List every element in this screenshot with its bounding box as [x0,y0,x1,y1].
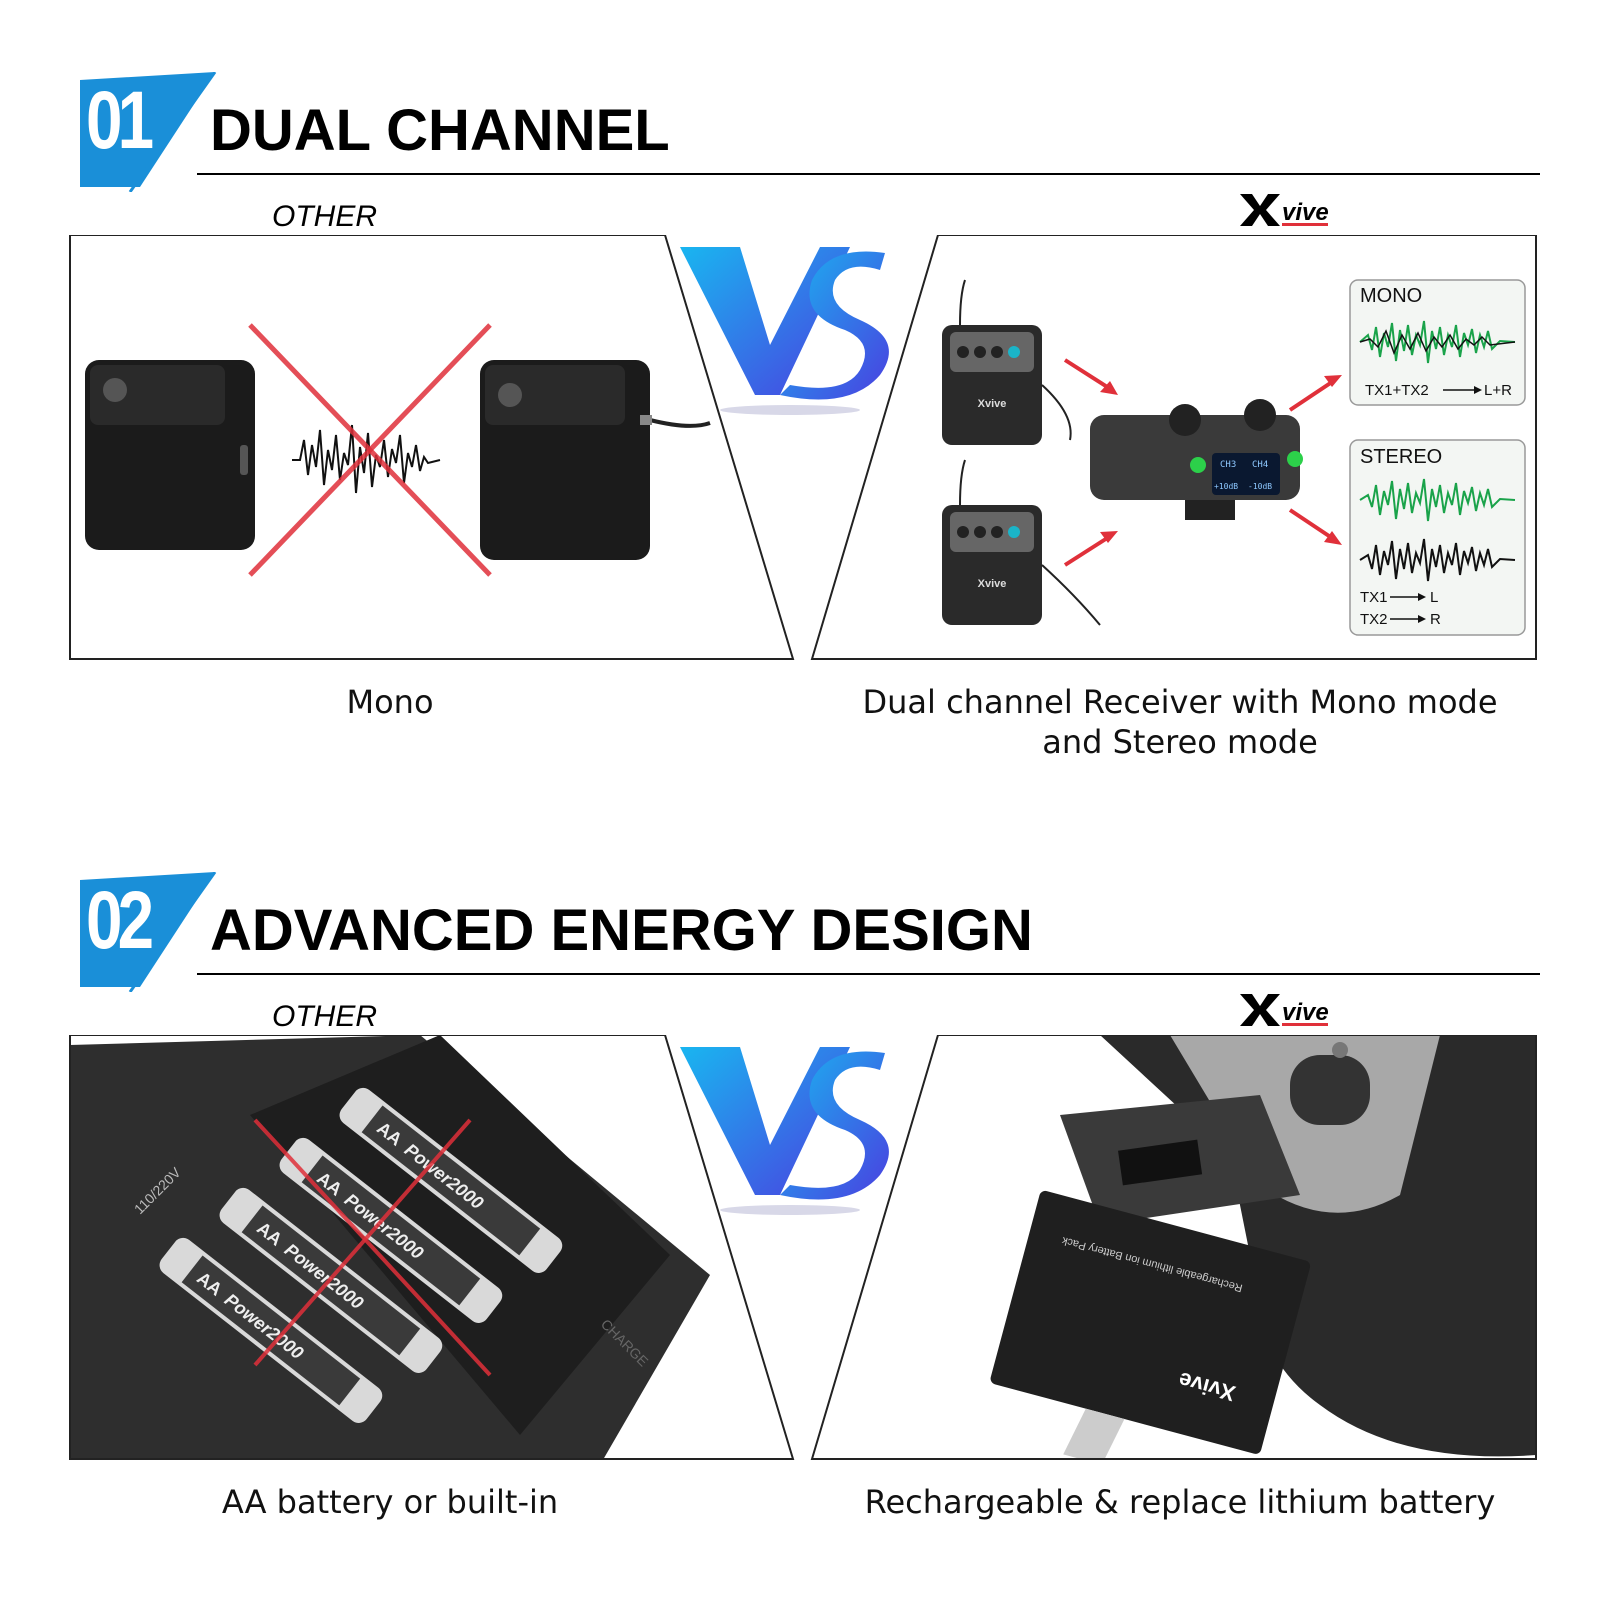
stereo-route2: TX2 [1360,611,1388,628]
receiver-ch-right: CH4 [1252,460,1268,470]
mono-waveform [292,424,441,494]
cross-mark [248,323,492,577]
mono-route: TX1+TX2 [1365,382,1429,399]
number-badge [80,72,217,192]
xvive-caption: Rechargeable & replace lithium battery [830,1482,1530,1522]
vs-graphic [680,1047,889,1215]
receiver-ch-left: CH3 [1220,460,1236,470]
number-badge [80,872,217,992]
xvive-panel [810,1035,1537,1460]
battery-pack: Rechargeable lithium ion Battery Pack Xv… [990,1190,1311,1459]
xvive-logo: vive [1240,194,1329,226]
svg-text:Xvive: Xvive [978,578,1007,590]
section-title: ADVANCED ENERGY DESIGN [210,898,1033,963]
mono-box-title: MONO [1360,285,1422,307]
svg-text:vive: vive [1282,999,1329,1026]
other-transmitter-device [85,360,255,550]
stereo-output2: R [1430,611,1441,628]
xvive-logo: vive [1240,994,1329,1026]
transmitter-bottom: Xvive [942,459,1101,626]
title-divider [197,973,1540,975]
aa-batteries: AA Power2000 AA Power2000 AA Power2000 [159,1087,563,1423]
other-caption: AA battery or built-in [221,1483,559,1521]
section-title: DUAL CHANNEL [210,98,670,163]
svg-text:-10dB: -10dB [1248,482,1272,491]
svg-text:vive: vive [1282,199,1329,226]
vs-graphic [680,247,889,415]
xvive-caption-line2: and Stereo mode [1042,723,1318,761]
stereo-route1: TX1 [1360,589,1388,606]
other-caption: Mono [346,683,434,721]
section-number: 01 [86,75,154,166]
dual-receiver: CH3 CH4 +10dB -10dB [1090,399,1303,520]
stereo-output1: L [1430,589,1438,606]
section-dual-channel: 01 DUAL CHANNEL OTHER vive [0,70,1600,810]
comparison-panels: Xvive Xvive CH3 CH4 +10dB -10dB [69,235,1537,660]
red-arrows [1063,358,1342,567]
other-panel [69,1035,795,1460]
title-divider [197,173,1540,175]
xvive-caption-line1: Dual channel Receiver with Mono mode [862,683,1498,721]
xvive-caption: Dual channel Receiver with Mono mode and… [830,682,1530,762]
section-energy-design: 02 ADVANCED ENERGY DESIGN OTHER vive 110… [0,870,1600,1610]
xvive-caption-line1: Rechargeable & replace lithium battery [864,1483,1496,1521]
stereo-box-title: STEREO [1360,446,1442,468]
lithium-battery-photo: Rechargeable lithium ion Battery Pack Xv… [812,1035,1536,1459]
transmitter-logo: Xvive [978,398,1007,410]
comparison-panels: 110/220V CHARGE AA Power2000 AA Power200… [69,1035,1537,1460]
svg-text:+10dB: +10dB [1214,482,1238,491]
mono-mode-box: MONO TX1+TX2 L+R [1349,279,1526,406]
mono-output: L+R [1484,382,1512,399]
other-receiver-device [480,360,711,560]
other-label: OTHER [272,1000,377,1033]
transmitter-top: Xvive [942,279,1072,445]
cross-mark [253,1118,492,1377]
stereo-mode-box: STEREO TX1 L TX2 R [1349,439,1526,636]
section-number: 02 [86,875,154,966]
other-label: OTHER [272,200,377,233]
aa-charger-photo: 110/220V CHARGE AA Power2000 AA Power200… [70,1035,793,1459]
